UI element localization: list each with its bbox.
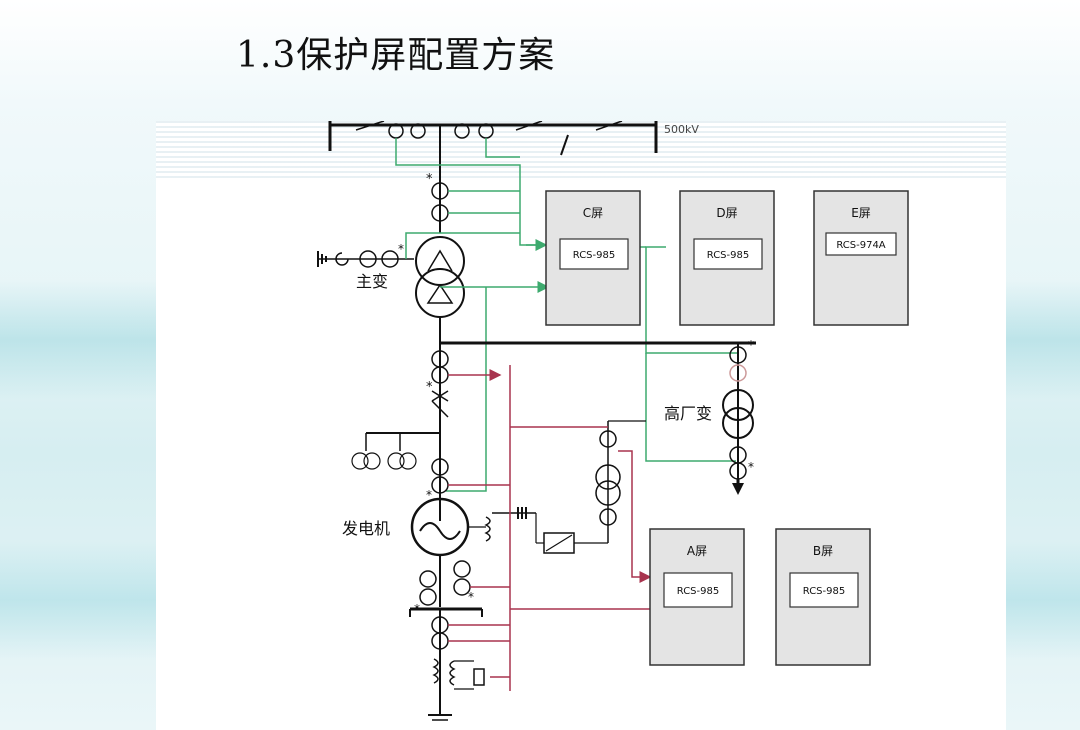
- panel-d-device: RCS-985: [707, 250, 749, 261]
- generator-label: 发电机: [342, 519, 390, 538]
- panel-b-title: B屏: [813, 544, 833, 558]
- slide-title: 1.3保护屏配置方案: [236, 35, 556, 76]
- red-wiring: [448, 365, 652, 691]
- station-transformer-label: 高厂变: [664, 404, 712, 423]
- protection-diagram: 500kV * * 主变: [317, 121, 909, 721]
- panel-a: A屏 RCS-985: [649, 528, 745, 666]
- panel-e: E屏 RCS-974A: [813, 190, 909, 326]
- panel-c-title: C屏: [583, 206, 603, 220]
- station-transformer-branch: * *: [722, 338, 754, 495]
- panel-b-device: RCS-985: [803, 586, 845, 597]
- panel-c: C屏 RCS-985: [545, 190, 641, 326]
- panel-d-title: D屏: [716, 206, 737, 220]
- panel-a-title: A屏: [687, 544, 707, 558]
- generator: * *: [409, 420, 646, 721]
- main-transformer-label: 主变: [356, 272, 388, 291]
- panel-b: B屏 RCS-985: [775, 528, 871, 666]
- diagram-canvas: 500kV * * 主变: [156, 121, 1006, 730]
- generator-bus: * *: [351, 341, 756, 521]
- svg-text:*: *: [426, 380, 433, 395]
- main-transformer-branch: * *: [317, 125, 465, 343]
- panel-e-device: RCS-974A: [836, 240, 885, 251]
- svg-text:*: *: [468, 590, 474, 604]
- top-stripes: [156, 121, 1006, 181]
- svg-text:*: *: [398, 242, 404, 256]
- busbar-500kv: [328, 121, 658, 156]
- svg-text:*: *: [426, 172, 433, 187]
- svg-text:*: *: [748, 338, 754, 352]
- panel-a-device: RCS-985: [677, 586, 719, 597]
- green-wiring-upper: [395, 138, 738, 492]
- panel-c-device: RCS-985: [573, 250, 615, 261]
- svg-text:*: *: [748, 460, 754, 474]
- panel-d: D屏 RCS-985: [679, 190, 775, 326]
- bus-voltage-label: 500kV: [664, 123, 699, 136]
- panel-e-title: E屏: [851, 206, 871, 220]
- svg-text:*: *: [426, 488, 432, 502]
